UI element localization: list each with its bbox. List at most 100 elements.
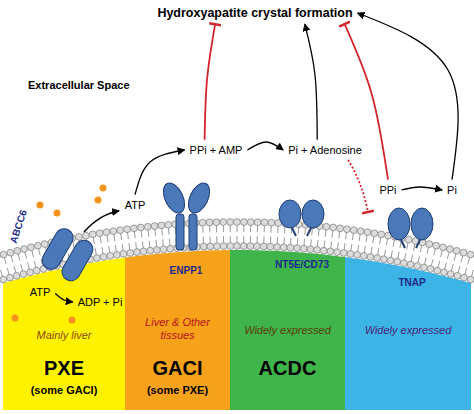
lipid-head — [287, 244, 294, 251]
lipid-head — [220, 243, 227, 250]
lipid-head — [240, 219, 247, 226]
reaction-arrow — [55, 293, 72, 302]
lipid-head — [460, 249, 467, 256]
lipid-head — [127, 250, 134, 257]
lipid-head — [89, 231, 96, 238]
lipid-head — [274, 244, 281, 251]
lipid-head — [426, 241, 433, 248]
lipid-head — [158, 222, 165, 229]
lipid-head — [446, 246, 453, 253]
lipid-head — [100, 254, 107, 261]
lipid-head — [107, 252, 114, 259]
lipid-head — [371, 230, 378, 237]
molecule-label: Pi + Adenosine — [286, 143, 364, 158]
lipid-head — [0, 276, 7, 283]
tnap-protein — [388, 208, 433, 248]
lipid-head — [200, 243, 207, 250]
node-text: Hydroxyapatite crystal formation — [157, 6, 352, 20]
lipid-head — [21, 246, 28, 253]
protein-label: ABCC6 — [7, 208, 28, 244]
product-label: Hydroxyapatite crystal formation — [155, 5, 354, 21]
reaction-arrow — [135, 150, 185, 195]
lipid-head — [234, 219, 241, 226]
atp-export-arrow — [84, 211, 119, 232]
lipid-head — [268, 219, 275, 226]
lipid-head — [330, 224, 337, 231]
molecule-label: ADP + Pi — [76, 295, 125, 310]
lipid-head — [110, 228, 117, 235]
lipid-head — [357, 228, 364, 235]
lipid-head — [374, 255, 381, 262]
band-fill — [3, 258, 125, 410]
lipid-head — [400, 260, 407, 267]
lipid-head — [124, 226, 131, 233]
lipid-head — [167, 245, 174, 252]
node-text: PPi — [379, 184, 396, 197]
lipid-head — [378, 231, 385, 238]
band-text: Mainly liver — [9, 329, 119, 342]
nt5e-protein — [279, 200, 324, 236]
node-text: Pi — [447, 184, 457, 197]
lipid-head — [434, 267, 441, 274]
molecule-label: ATP — [123, 198, 148, 213]
lipid-head — [133, 249, 140, 256]
lipid-head — [213, 219, 220, 226]
lipid-head — [160, 246, 167, 253]
lipid-head — [254, 243, 261, 250]
band-text: ACDC — [236, 357, 339, 380]
lipid-head — [247, 243, 254, 250]
lipid-head — [354, 251, 361, 258]
lipid-head — [247, 219, 254, 226]
node-text: ATP — [125, 199, 146, 212]
lipid-head — [467, 251, 474, 258]
lipid-head — [144, 223, 151, 230]
lipid-head — [227, 243, 234, 250]
lipid-head — [137, 224, 144, 231]
lipid-head — [96, 230, 103, 237]
lipid-head — [421, 264, 428, 271]
lipid-head — [380, 256, 387, 263]
molecule-label: Pi — [445, 183, 459, 198]
lipid-head — [33, 267, 40, 274]
band-text: Widely expressed — [236, 324, 339, 337]
lipid-head — [206, 219, 213, 226]
protein-label: NT5E/CD73 — [275, 259, 329, 270]
lipid-head — [113, 251, 120, 258]
lipid-head — [227, 219, 234, 226]
band-text: PXE — [9, 357, 119, 380]
molecule-label: PPi — [377, 183, 398, 198]
lipid-head — [427, 266, 434, 273]
lipid-head — [360, 252, 367, 259]
protein-label: ENPP1 — [170, 265, 203, 276]
protein-label: TNAP — [398, 277, 425, 288]
abcc6-transporter — [39, 225, 97, 284]
lipid-head — [147, 247, 154, 254]
molecule-label: ATP — [28, 285, 53, 300]
band-text: Liver & Other tissues — [131, 316, 224, 341]
lipid-head — [165, 221, 172, 228]
lipid-head — [27, 269, 34, 276]
lipid-head — [20, 271, 27, 278]
lipid-head — [294, 245, 301, 252]
lipid-head — [440, 244, 447, 251]
lipid-head — [387, 257, 394, 264]
node-text: ADP + Pi — [78, 296, 123, 309]
band-fill — [230, 250, 345, 410]
lipid-head — [314, 247, 321, 254]
lipid-head — [76, 233, 83, 240]
lipid-head — [261, 219, 268, 226]
lipid-head — [367, 254, 374, 261]
lipid-head — [151, 223, 158, 230]
node-text: ATP — [30, 286, 51, 299]
lipid-head — [234, 243, 241, 250]
inhibition-line — [205, 24, 216, 139]
lipid-head — [344, 226, 351, 233]
lipid-head — [13, 272, 20, 279]
lipid-head — [260, 243, 267, 250]
lipid-head — [267, 243, 274, 250]
lipid-head — [461, 274, 468, 281]
lipid-head — [28, 244, 35, 251]
band-fill — [125, 250, 230, 410]
